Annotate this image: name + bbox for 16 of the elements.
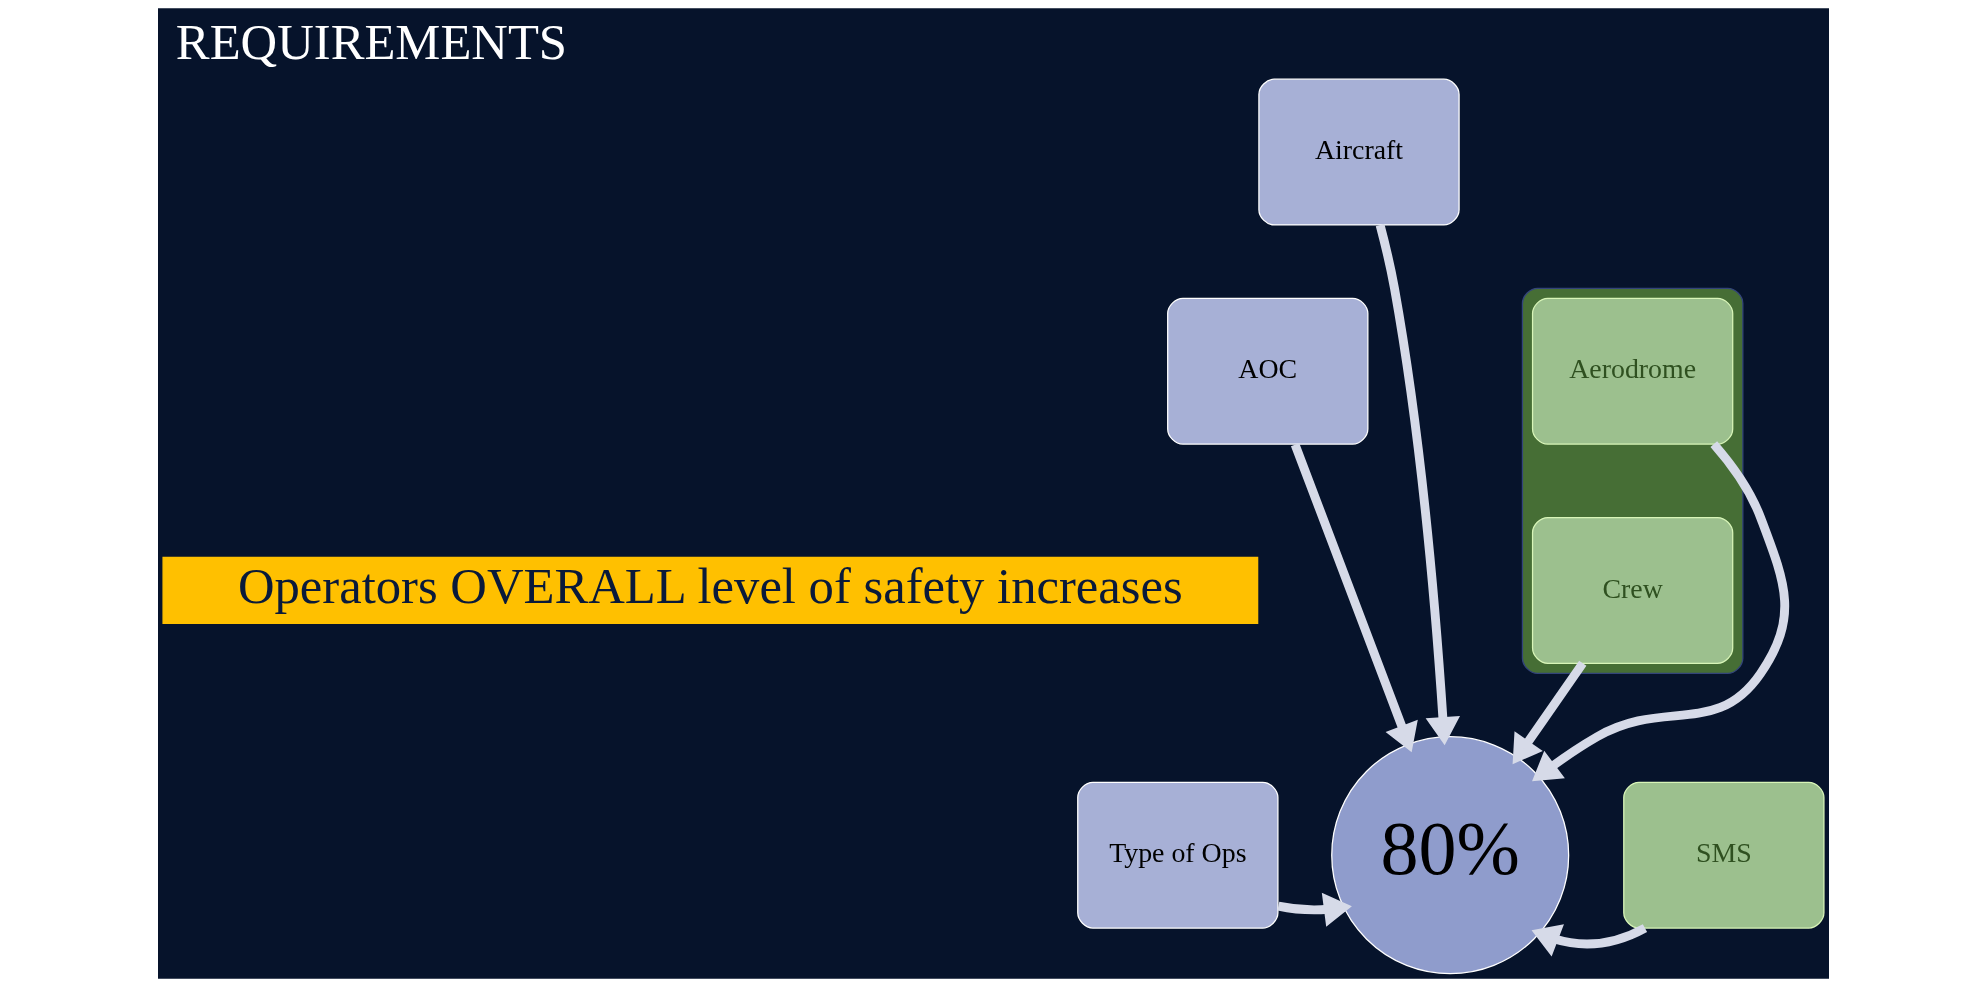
arrow [1531,924,1647,957]
node-box: Crew [1531,516,1733,664]
node-box: Operators OVERALL level of safety increases [161,556,1258,624]
node-circle: 80% [1330,736,1569,975]
arrow [1277,892,1352,927]
cluster [1521,287,1743,675]
node-box: AOC [1166,297,1368,445]
node-box: Type of Ops [1076,781,1279,929]
node-box: SMS [1622,781,1825,929]
node-box: Aircraft [1257,78,1460,226]
arrow [1531,441,1789,782]
diagram-title: REQUIREMENTS [175,13,567,70]
arrow [1290,443,1418,753]
arrow [1512,660,1586,765]
arrow [1375,223,1460,746]
node-box: Aerodrome [1531,297,1733,445]
